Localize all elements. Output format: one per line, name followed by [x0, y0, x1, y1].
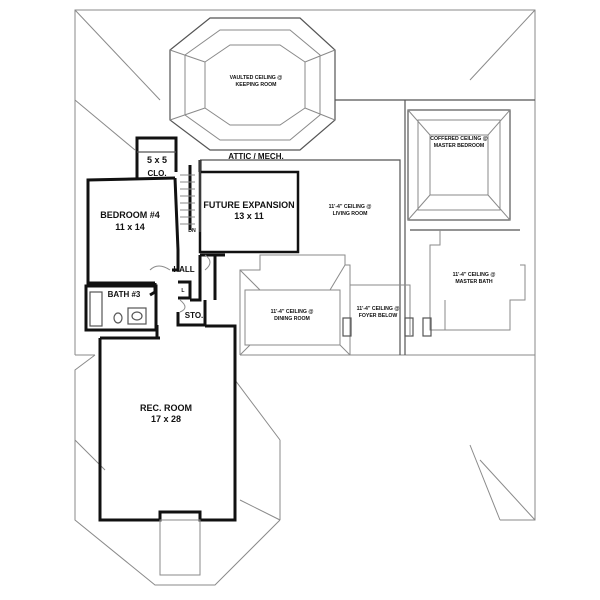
living-room-label: LIVING ROOM	[333, 211, 368, 217]
dining-room-label: DINING ROOM	[274, 316, 310, 322]
closet-label: CLO.	[147, 169, 166, 178]
living-room-outline	[200, 99, 535, 355]
living-ceiling-label: 11'-4" CEILING @	[329, 204, 372, 210]
stairs	[180, 160, 201, 232]
attic-mech-label: ATTIC / MECH.	[228, 152, 283, 161]
closet-size: 5 x 5	[147, 155, 167, 165]
master-bath-ceiling-label: 11'-4" CEILING @	[453, 272, 496, 278]
dining-ceiling-label: 11'-4" CEILING @	[271, 309, 314, 315]
hall-area	[149, 250, 225, 327]
master-bath-outline	[429, 230, 526, 331]
keeping-room-label: KEEPING ROOM	[236, 82, 277, 88]
future-expansion-room	[198, 160, 300, 254]
closet-room	[135, 136, 178, 178]
vaulted-ceiling-label: VAULTED CEILING @	[230, 75, 283, 81]
bath-3-label: BATH #3	[108, 290, 141, 299]
bath-3	[84, 283, 158, 332]
foyer-outline	[342, 284, 432, 337]
coffered-master-bedroom	[407, 109, 511, 221]
bedroom-4-size: 11 x 14	[115, 222, 145, 232]
vaulted-keeping-room	[169, 17, 336, 151]
bedroom-4	[86, 176, 180, 285]
bedroom-4-label: BEDROOM #4	[100, 210, 160, 220]
stairs-down-label: DN	[188, 228, 196, 234]
linen-label: L	[181, 288, 185, 294]
future-expansion-size: 13 x 11	[234, 211, 264, 221]
foyer-below-label: FOYER BELOW	[359, 313, 398, 319]
master-bath-label: MASTER BATH	[455, 279, 493, 285]
rec-room-size: 17 x 28	[151, 414, 181, 424]
dining-room-outline	[239, 254, 351, 356]
storage-label: STO.	[185, 311, 204, 320]
coffered-ceiling-label: COFFERED CEILING @	[430, 136, 488, 142]
roof-outline	[74, 9, 536, 586]
foyer-ceiling-label: 11'-4" CEILING @	[357, 306, 400, 312]
future-expansion-label: FUTURE EXPANSION	[203, 200, 294, 210]
master-bedroom-label: MASTER BEDROOM	[434, 143, 484, 149]
hall-label: HALL	[173, 265, 194, 274]
rec-room	[98, 324, 237, 576]
rec-room-label: REC. ROOM	[140, 403, 192, 413]
